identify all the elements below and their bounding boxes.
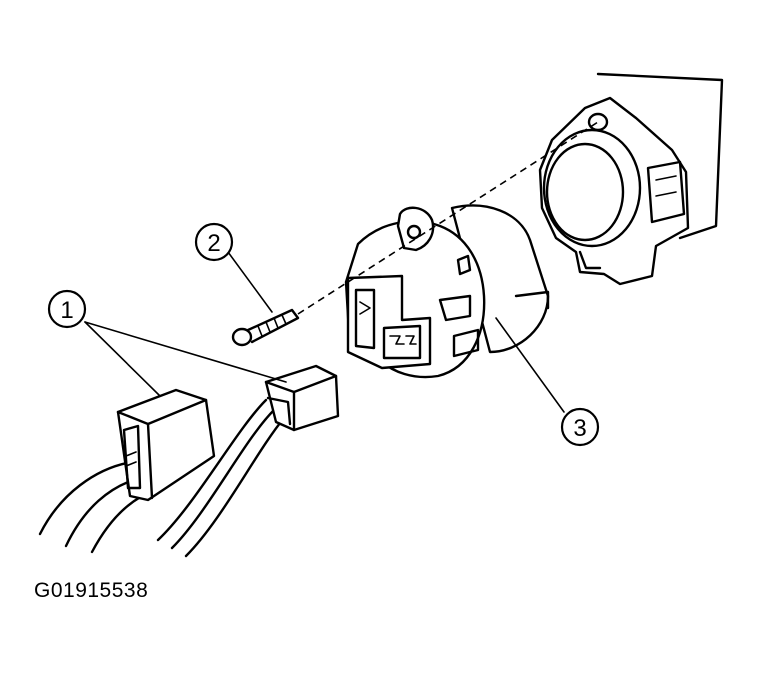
mounting-screw <box>231 308 300 347</box>
callout-2-label: 2 <box>207 230 220 257</box>
leader-lines <box>84 251 565 413</box>
ignition-switch <box>344 204 550 379</box>
callout-2: 2 <box>194 222 234 262</box>
callout-3-label: 3 <box>573 415 586 442</box>
callout-1: 1 <box>47 289 87 329</box>
callout-3: 3 <box>560 407 600 447</box>
connector-left <box>38 388 216 554</box>
figure-code: G01915538 <box>34 579 149 602</box>
steering-column <box>538 72 724 286</box>
callout-1-label: 1 <box>60 297 73 324</box>
